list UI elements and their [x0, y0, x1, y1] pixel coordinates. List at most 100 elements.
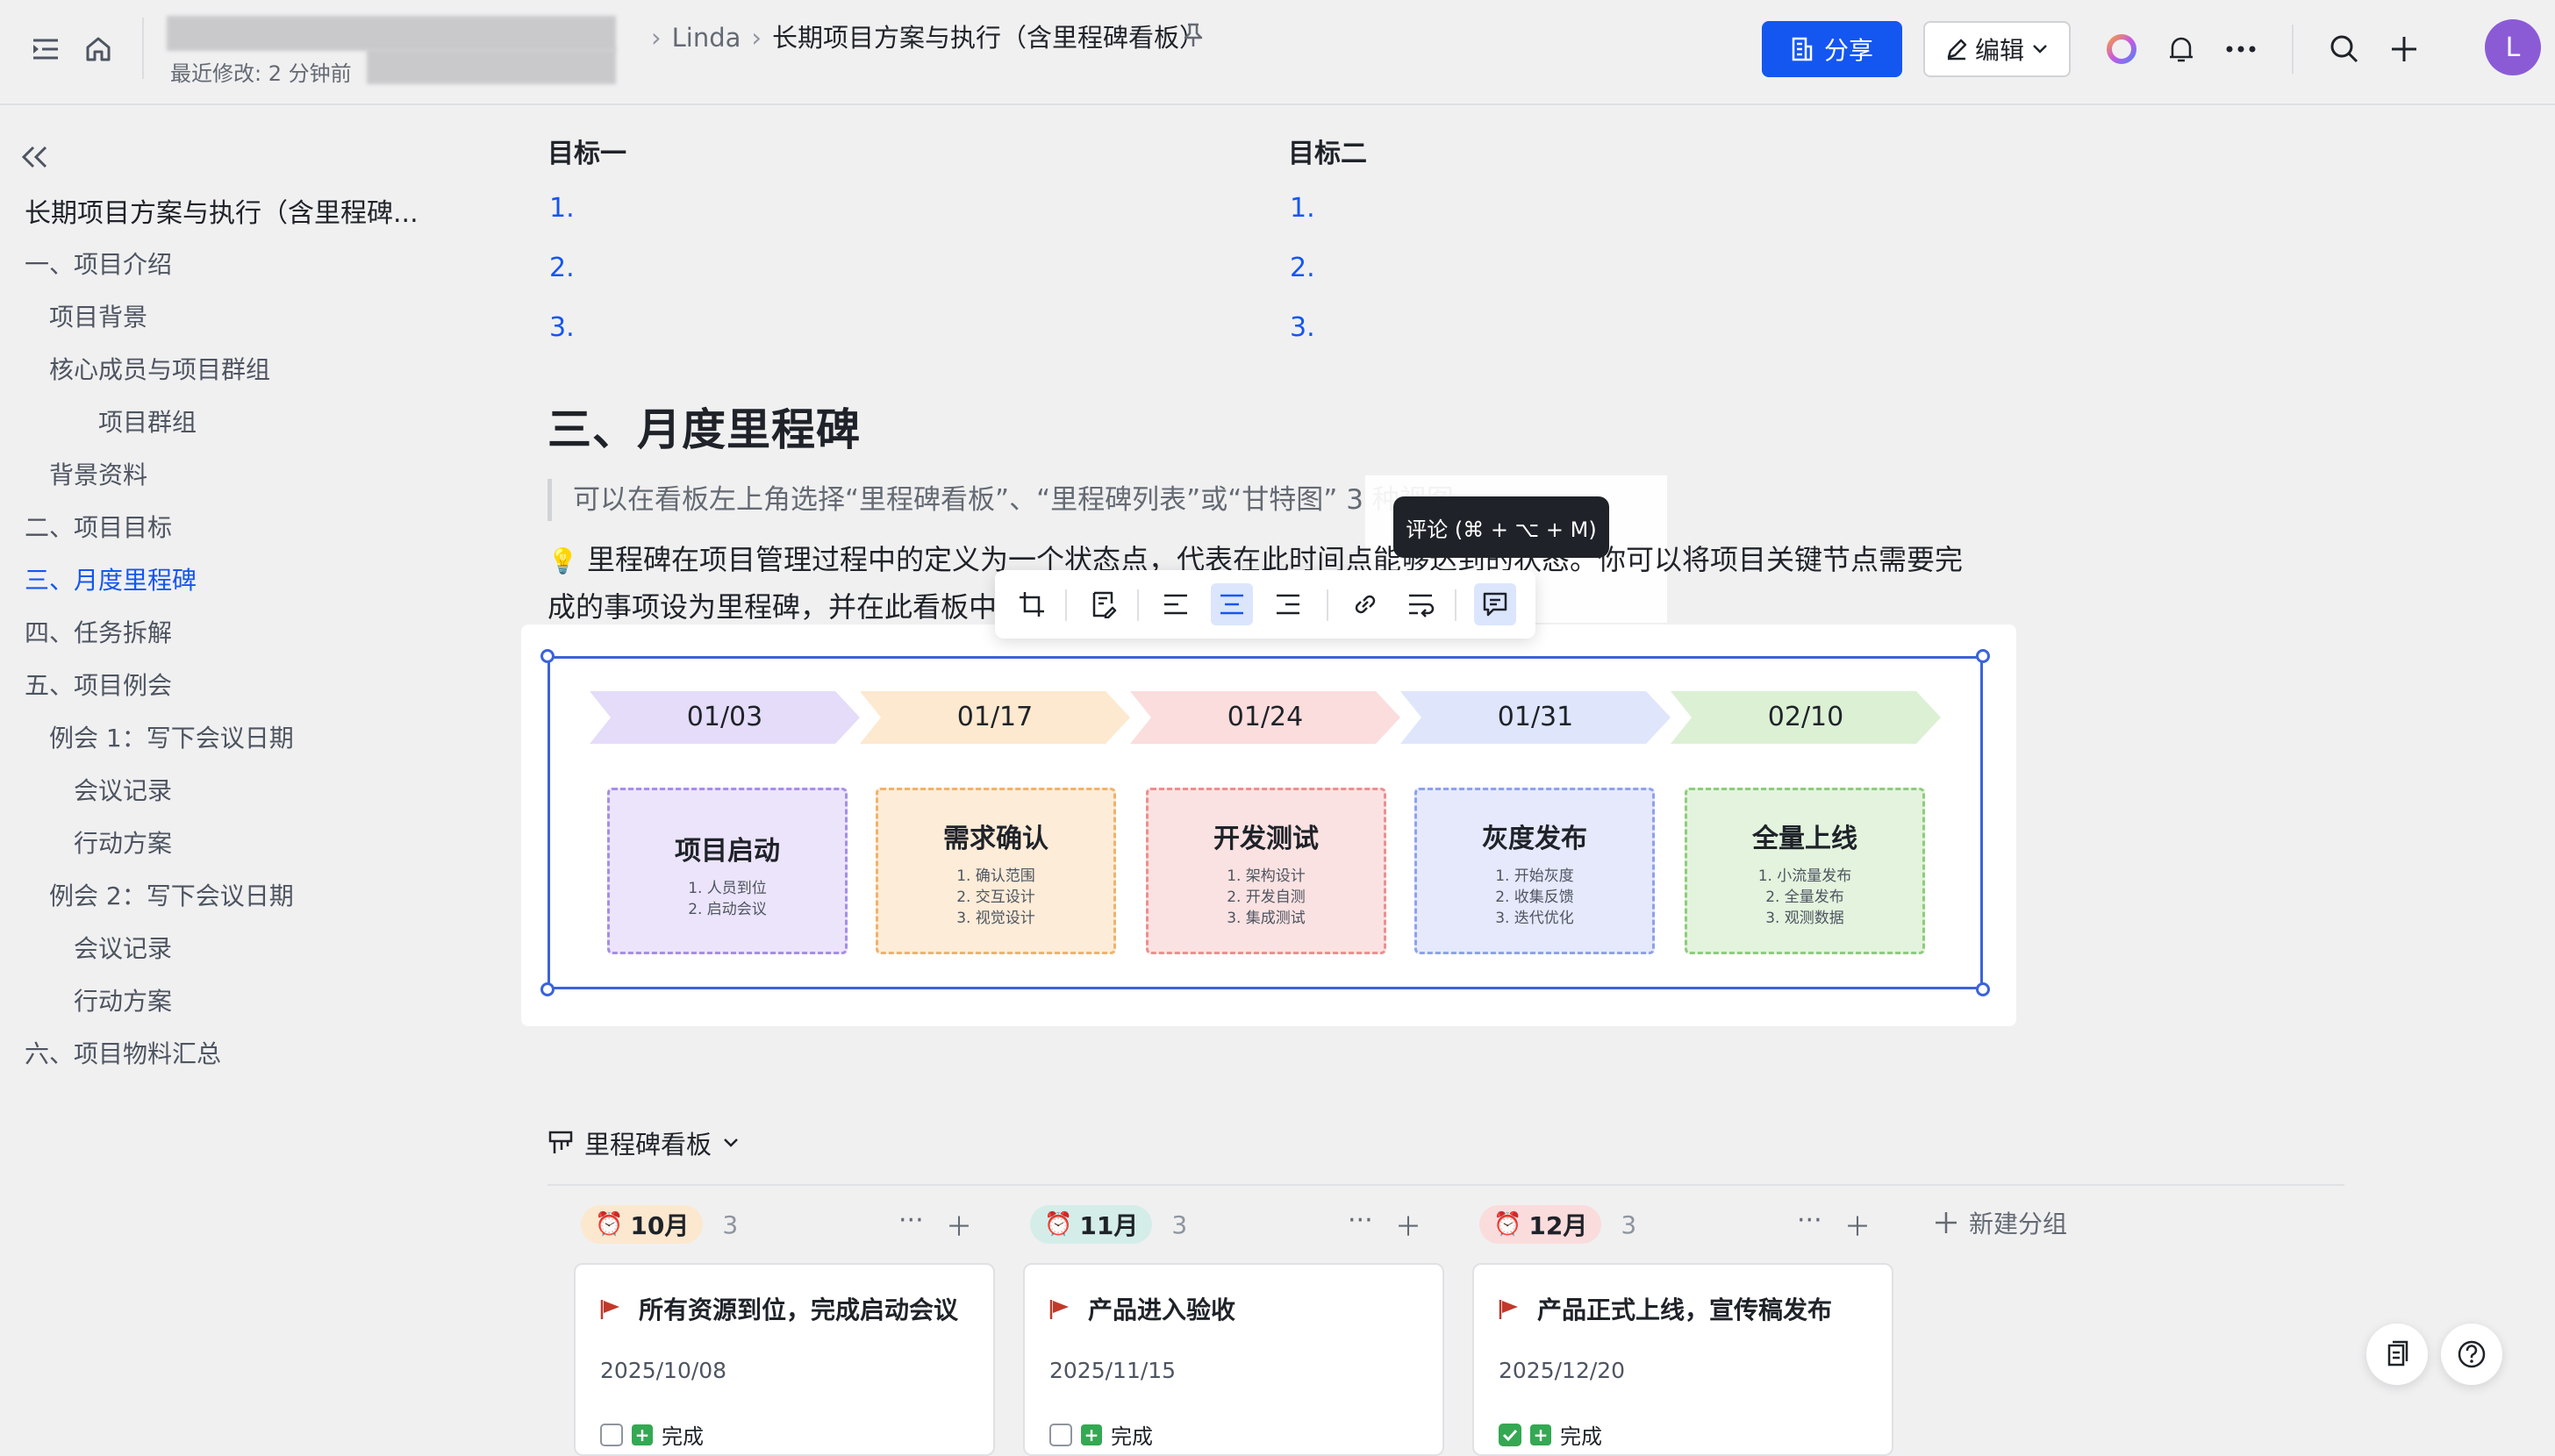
month-label: 11月	[1079, 1211, 1139, 1240]
new-group-button[interactable]: 新建分组	[1934, 1205, 2067, 1240]
timeline-arrow	[1400, 691, 1671, 744]
breadcrumb-doc-title[interactable]: 长期项目方案与执行（含里程碑看板）	[772, 23, 1206, 53]
align-left-icon[interactable]	[1155, 583, 1197, 625]
month-label: 10月	[630, 1211, 690, 1240]
pencil-icon	[1947, 39, 1967, 61]
kanban-column-header: ⏰ 10月 3	[581, 1205, 738, 1244]
home-icon[interactable]	[77, 28, 119, 70]
bell-icon[interactable]	[2160, 28, 2202, 70]
timeline-arrow	[1671, 691, 1941, 744]
done-checkbox[interactable]	[600, 1423, 623, 1446]
crop-icon[interactable]	[1011, 583, 1053, 625]
outline-root[interactable]: 长期项目方案与执行（含里程碑...	[25, 198, 419, 229]
outline-item[interactable]: 项目群组	[98, 408, 197, 437]
milestone-card-item: 1. 小流量发布	[1757, 867, 1852, 885]
outline-item[interactable]: 会议记录	[74, 776, 173, 805]
divider	[142, 18, 144, 79]
column-add-icon[interactable]: ＋	[946, 1212, 972, 1243]
share-button[interactable]: 分享	[1762, 21, 1902, 77]
outline-item[interactable]: 六、项目物料汇总	[25, 1039, 222, 1068]
milestone-card-title: 开发测试	[1213, 824, 1319, 854]
done-checkbox[interactable]	[1499, 1423, 1521, 1446]
goal-two-item-number: 1.	[1290, 193, 1315, 224]
scrollbar[interactable]	[2536, 105, 2544, 895]
milestone-card-item: 2. 全量发布	[1765, 889, 1844, 906]
column-count: 3	[1621, 1210, 1637, 1239]
outline-item-active[interactable]: 三、月度里程碑	[25, 566, 197, 595]
plus-icon	[1936, 1212, 1957, 1233]
outline-item[interactable]: 行动方案	[74, 829, 173, 858]
more-icon[interactable]	[2220, 28, 2262, 70]
plus-icon[interactable]	[2383, 28, 2425, 70]
resize-handle[interactable]	[1976, 649, 1990, 663]
milestone-date: 01/03	[686, 702, 763, 732]
goal-two-heading: 目标二	[1288, 139, 1367, 169]
milestone-card-item: 3. 视觉设计	[956, 910, 1035, 927]
column-more-icon[interactable]: ···	[898, 1205, 924, 1236]
comment-tooltip: 评论 (⌘ + ⌥ + M)	[1393, 496, 1609, 558]
quote-block: 可以在看板左上角选择“里程碑看板”、“里程碑列表”或“甘特图” 3 种视图	[548, 479, 1454, 521]
column-more-icon[interactable]: ···	[1348, 1205, 1373, 1236]
ai-assistant-icon[interactable]	[2101, 28, 2143, 70]
kanban-card[interactable]: 所有资源到位，完成启动会议 2025/10/08 + 完成	[574, 1263, 995, 1456]
month-tag[interactable]: ⏰ 11月	[1030, 1205, 1153, 1244]
kanban-view-switcher[interactable]: 里程碑看板	[548, 1124, 740, 1161]
toggle-outline-icon[interactable]	[25, 28, 67, 70]
outline-item[interactable]: 会议记录	[74, 934, 173, 963]
outline-item[interactable]: 四、任务拆解	[25, 618, 173, 647]
new-group-label: 新建分组	[1969, 1210, 2068, 1238]
align-right-icon[interactable]	[1267, 583, 1309, 625]
milestone-card-title: 需求确认	[943, 824, 1048, 854]
pin-icon[interactable]	[1172, 14, 1214, 56]
column-add-icon[interactable]: ＋	[1395, 1212, 1421, 1243]
redacted-path	[167, 16, 616, 51]
search-icon[interactable]	[2323, 28, 2365, 70]
building-icon	[1792, 37, 1813, 61]
top-bar: ›Linda›长期项目方案与执行（含里程碑看板） 最近修改: 2 分钟前 分享 …	[0, 0, 2555, 105]
doc-outline-float-icon[interactable]	[2366, 1324, 2428, 1385]
outline-item[interactable]: 背景资料	[49, 460, 148, 489]
section-heading: 三、月度里程碑	[548, 404, 861, 455]
month-tag[interactable]: ⏰ 10月	[581, 1205, 704, 1244]
resize-handle[interactable]	[540, 649, 555, 663]
avatar[interactable]: L	[2485, 19, 2541, 75]
lightbulb-icon: 💡	[548, 546, 578, 575]
done-checkbox[interactable]	[1049, 1423, 1072, 1446]
caption-icon[interactable]	[1083, 583, 1125, 625]
kanban-card[interactable]: 产品正式上线，宣传稿发布 2025/12/20 + 完成	[1472, 1263, 1893, 1456]
kanban-card[interactable]: 产品进入验收 2025/11/15 + 完成	[1023, 1263, 1444, 1456]
milestone-card-title: 全量上线	[1752, 824, 1857, 854]
timeline-arrow	[860, 691, 1130, 744]
column-add-icon[interactable]: ＋	[1844, 1212, 1871, 1243]
resize-handle[interactable]	[1976, 982, 1990, 996]
milestone-card-item: 2. 启动会议	[688, 901, 767, 918]
milestone-card: 全量上线 1. 小流量发布 2. 全量发布 3. 观测数据	[1685, 788, 1925, 954]
outline-item[interactable]: 例会 2：写下会议日期	[49, 881, 294, 910]
alarm-clock-icon: ⏰	[1044, 1211, 1073, 1238]
resize-handle[interactable]	[540, 982, 555, 996]
outline-item[interactable]: 项目背景	[49, 303, 148, 332]
link-icon[interactable]	[1344, 583, 1386, 625]
image-selection-frame[interactable]	[548, 656, 1983, 989]
milestone-card-item: 3. 迭代优化	[1495, 910, 1574, 927]
month-tag[interactable]: ⏰ 12月	[1479, 1205, 1602, 1244]
text-wrap-icon[interactable]	[1400, 583, 1442, 625]
outline-item[interactable]: 例会 1：写下会议日期	[49, 724, 294, 753]
help-icon[interactable]	[2441, 1324, 2502, 1385]
outline-item[interactable]: 五、项目例会	[25, 671, 173, 700]
comment-icon[interactable]	[1474, 583, 1516, 625]
milestone-date: 02/10	[1767, 702, 1844, 732]
card-title: 所有资源到位，完成启动会议	[639, 1295, 959, 1324]
outline-item[interactable]: 行动方案	[74, 987, 173, 1016]
align-center-icon[interactable]	[1211, 583, 1253, 625]
collapse-sidebar-icon[interactable]	[19, 144, 49, 170]
column-more-icon[interactable]: ···	[1797, 1205, 1822, 1236]
flag-icon	[1049, 1300, 1069, 1319]
edit-button[interactable]: 编辑	[1923, 21, 2071, 77]
done-label: 完成	[1560, 1424, 1602, 1449]
breadcrumb-user[interactable]: Linda	[671, 23, 741, 53]
outline-item[interactable]: 核心成员与项目群组	[49, 355, 271, 384]
share-label: 分享	[1823, 36, 1873, 65]
outline-item[interactable]: 一、项目介绍	[25, 250, 173, 279]
outline-item[interactable]: 二、项目目标	[25, 513, 173, 542]
